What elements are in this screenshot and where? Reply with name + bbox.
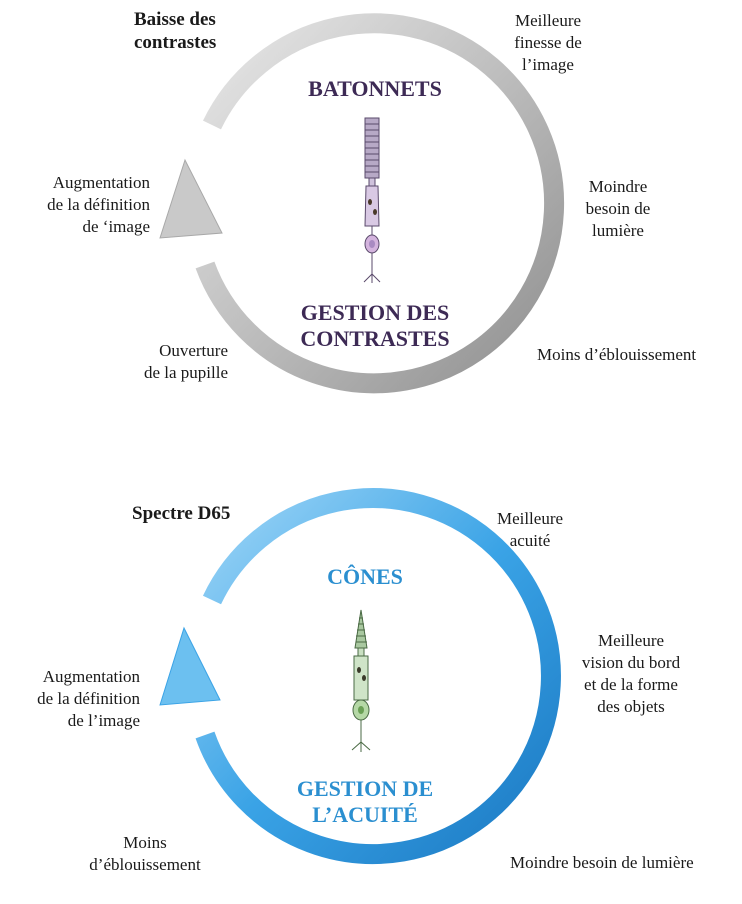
rods-label-top-right: Meilleure finesse de l’image — [514, 11, 582, 74]
rods-label-left: Augmentation de la définition de ‘image — [47, 173, 150, 236]
cones-title: CÔNES — [327, 564, 403, 589]
rods-title: BATONNETS — [308, 76, 442, 101]
cones-label-bottom-left: Moins d’éblouissement — [89, 833, 201, 874]
cone-cell-illustration — [351, 609, 371, 752]
cones-label-top-right: Meilleure acuité — [496, 509, 564, 550]
cones-cycle: Spectre D65 CÔNES GESTION DE L’ACUITÉ Me… — [0, 480, 742, 904]
rods-arrowhead — [159, 158, 223, 239]
rods-arc — [195, 13, 565, 394]
rods-label-bottom-right: Moins d’éblouissement — [537, 345, 697, 364]
rods-label-bottom-left: Ouverture de la pupille — [143, 341, 228, 382]
rod-cell-illustration — [363, 117, 381, 283]
cones-label-right: Meilleure vision du bord et de la forme … — [581, 631, 681, 716]
rods-cycle: Baisse des contrastes BATONNETS GESTION … — [0, 0, 742, 440]
cones-corner-label: Spectre D65 — [132, 503, 231, 524]
cones-arc — [195, 488, 561, 865]
rods-subtitle: GESTION DES CONTRASTES — [300, 300, 450, 351]
cones-subtitle: GESTION DE L’ACUITÉ — [296, 776, 434, 827]
cones-label-left: Augmentation de la définition de l’image — [37, 667, 140, 730]
cones-arrowhead — [159, 626, 221, 706]
cones-label-bottom-right: Moindre besoin de lumière — [510, 853, 694, 872]
cones-cycle-ring — [159, 488, 561, 865]
rods-label-right: Moindre besoin de lumière — [585, 177, 651, 240]
rods-cycle-ring — [159, 13, 565, 394]
rods-corner-label: Baisse des contrastes — [134, 9, 217, 53]
